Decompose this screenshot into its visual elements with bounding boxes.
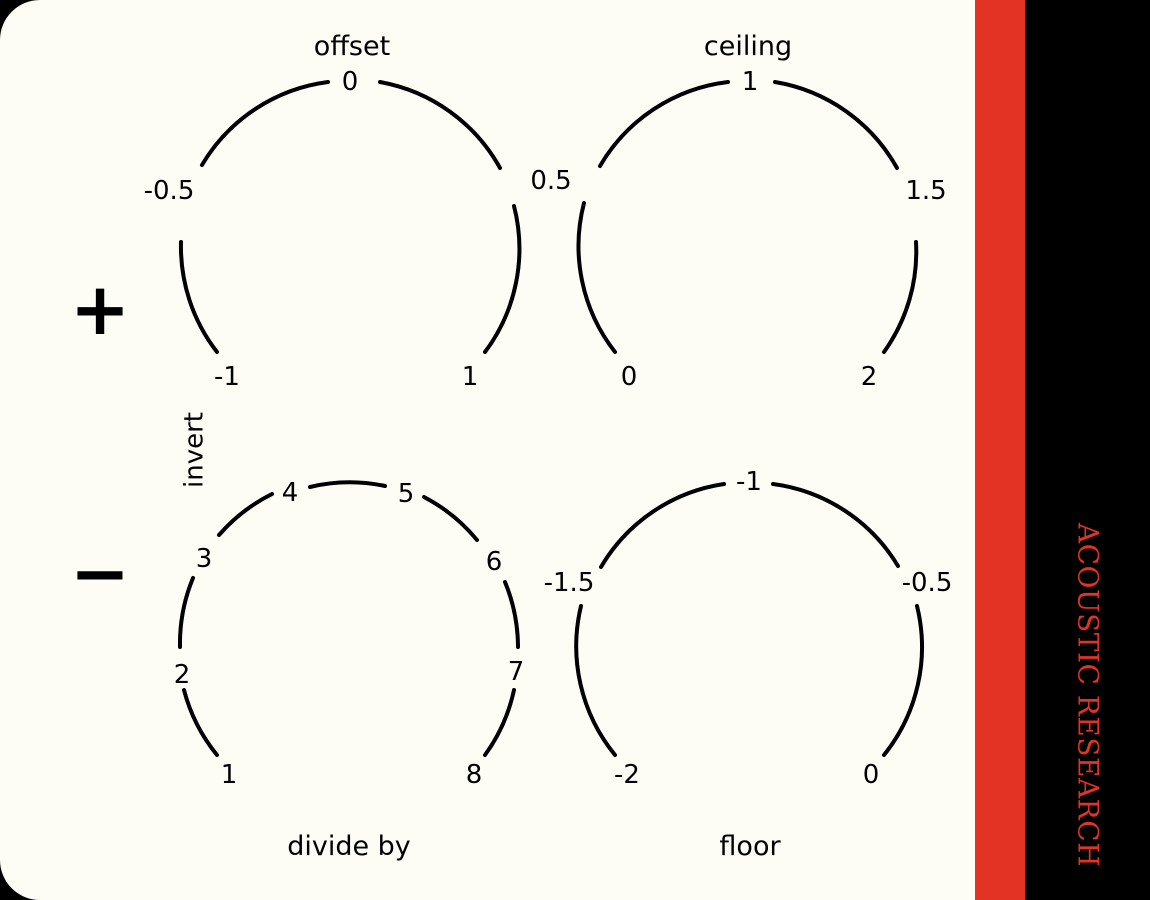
divide-tick-label: 6 bbox=[486, 547, 503, 577]
offset-title: offset bbox=[314, 31, 390, 62]
floor-knob[interactable]: floor -2 -1.5 -1 -0.5 0 bbox=[544, 467, 953, 862]
divide-tick-label: 1 bbox=[221, 760, 238, 790]
divide-by-title: divide by bbox=[287, 831, 411, 862]
divide-arc-segment bbox=[503, 580, 520, 649]
divide-arc-segment bbox=[308, 480, 387, 489]
ceiling-title: ceiling bbox=[704, 31, 792, 62]
floor-arc-segment bbox=[882, 604, 924, 757]
knob-scales: offset -1 -0.5 0 0.5 1 ceiling 0 1 1.5 2 bbox=[70, 31, 953, 862]
floor-tick-label: -2 bbox=[614, 760, 640, 790]
plus-sign: + bbox=[70, 267, 130, 351]
ceiling-arc-segment bbox=[773, 80, 899, 170]
divide-tick-label: 2 bbox=[174, 660, 191, 690]
offset-knob[interactable]: offset -1 -0.5 0 0.5 1 bbox=[144, 31, 572, 392]
offset-arc-segment bbox=[200, 80, 330, 167]
ceiling-knob[interactable]: ceiling 0 1 1.5 2 bbox=[576, 31, 947, 392]
offset-arc-segment bbox=[483, 204, 522, 354]
ceiling-arc-segment bbox=[882, 240, 919, 354]
accent-stripe bbox=[975, 0, 1025, 900]
divide-arc-segment bbox=[422, 495, 479, 542]
ceiling-tick-label: 1.5 bbox=[905, 176, 946, 206]
divide-tick-label: 3 bbox=[196, 544, 213, 574]
divide-arc-segment bbox=[177, 576, 195, 649]
ceiling-arc-segment bbox=[598, 80, 730, 168]
divide-tick-label: 7 bbox=[508, 657, 525, 687]
brand-band bbox=[1025, 0, 1150, 900]
offset-tick-label: -1 bbox=[214, 362, 240, 392]
offset-tick-label: 0 bbox=[342, 67, 359, 97]
brand-label: ACOUSTIC RESEARCH bbox=[1071, 522, 1105, 868]
divide-by-knob[interactable]: divide by 1 2 3 4 5 6 7 8 bbox=[174, 478, 525, 862]
offset-tick-label: -0.5 bbox=[144, 176, 195, 206]
divide-arc-segment bbox=[483, 688, 516, 757]
floor-title: floor bbox=[719, 831, 781, 862]
divide-arc-segment bbox=[182, 688, 219, 757]
floor-tick-label: -1.5 bbox=[544, 568, 595, 598]
floor-tick-label: -0.5 bbox=[902, 568, 953, 598]
floor-arc-segment bbox=[574, 604, 617, 757]
invert-switch-label[interactable]: invert bbox=[180, 412, 210, 488]
floor-tick-label: 0 bbox=[863, 760, 880, 790]
floor-arc-segment bbox=[599, 482, 726, 569]
divide-tick-label: 8 bbox=[466, 760, 483, 790]
minus-sign: − bbox=[70, 531, 130, 615]
divide-tick-label: 5 bbox=[398, 479, 415, 509]
ceiling-tick-label: 0 bbox=[621, 362, 638, 392]
offset-arc-segment bbox=[178, 240, 219, 354]
floor-arc-segment bbox=[771, 482, 900, 568]
offset-tick-label: 0.5 bbox=[530, 166, 571, 196]
divide-arc-segment bbox=[217, 492, 274, 537]
offset-tick-label: 1 bbox=[462, 362, 479, 392]
offset-arc-segment bbox=[378, 80, 502, 170]
floor-tick-label: -1 bbox=[736, 467, 762, 497]
ceiling-tick-label: 1 bbox=[742, 67, 759, 97]
ceiling-arc-segment bbox=[576, 201, 617, 354]
divide-tick-label: 4 bbox=[282, 478, 299, 508]
ceiling-tick-label: 2 bbox=[861, 362, 878, 392]
